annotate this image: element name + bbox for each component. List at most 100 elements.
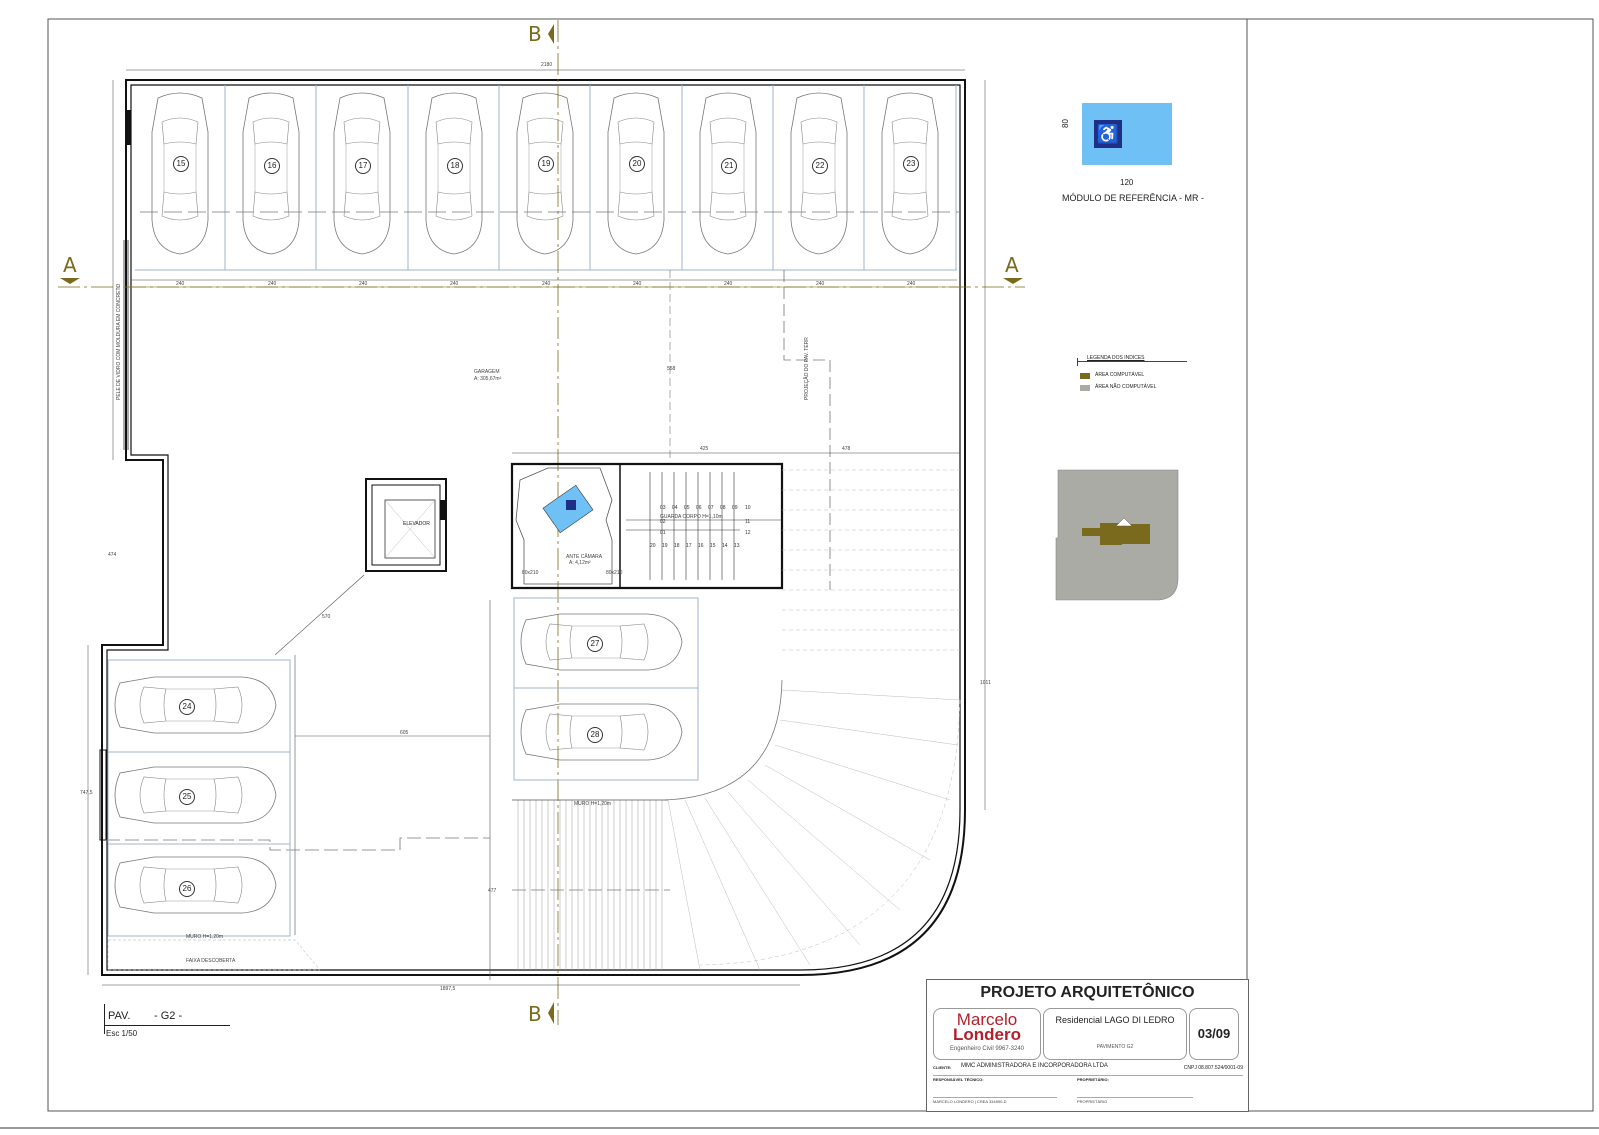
parking-spot-number: 23: [903, 156, 919, 172]
stair-step-number: 01: [660, 530, 666, 536]
section-marker-a-left: A: [63, 253, 77, 277]
antechamber-label: ANTE CÂMARA: [566, 554, 603, 560]
stair-step-number: 08: [720, 505, 726, 511]
stair-step-number: 13: [734, 543, 740, 549]
stair-step-number: 18: [674, 543, 680, 549]
bay-dimension-label: 240: [450, 281, 459, 287]
stair-step-number: 04: [672, 505, 678, 511]
dim-aisle-3: 605: [400, 730, 409, 736]
bay-dimension-label: 240: [633, 281, 642, 287]
pavement-scale: Esc 1/50: [106, 1029, 138, 1038]
technical-responsible-cell: RESPONSÁVEL TÉCNICO: MARCELO LONDERO | C…: [933, 1077, 1057, 1110]
client-row: CLIENTE: MMC ADMINISTRADORA E INCORPORAD…: [933, 1063, 1243, 1076]
bay-dimension-label: 240: [724, 281, 733, 287]
parking-spot-number: 25: [179, 789, 195, 805]
stair-step-number: 12: [745, 530, 751, 536]
dim-aisle-5: 558: [667, 366, 676, 372]
owner-line: [1077, 1097, 1193, 1098]
parking-spot-number: 16: [264, 158, 280, 174]
free-strip-label: FAIXA DESCOBERTA: [186, 958, 236, 964]
parking-spot-number: 27: [587, 636, 603, 652]
pavement-rule: [104, 1025, 230, 1026]
antechamber-area: A: 4,12m²: [569, 560, 591, 566]
stair-step-number: 07: [708, 505, 714, 511]
section-marker-a-right: A: [1005, 253, 1019, 277]
stair-railing-note: GUARDA CORPO H=1,10m: [660, 514, 723, 520]
dim-vertical-c: 1011: [980, 680, 991, 686]
bay-dimension-label: 240: [542, 281, 551, 287]
reference-module-title: MÓDULO DE REFERÊNCIA - MR -: [1062, 193, 1205, 203]
parking-spot-number: 21: [721, 158, 737, 174]
legend-item-computable: ÁREA COMPUTÁVEL: [1095, 372, 1145, 378]
stair-step-number: 17: [686, 543, 692, 549]
legend-tick: [1077, 358, 1078, 366]
legend-item-non-computable: ÁREA NÃO COMPUTÁVEL: [1095, 384, 1157, 390]
ramp-projection-note: PROJEÇÃO DO PAV. TÉRR: [804, 337, 810, 400]
legend-swatch-computable: [1080, 373, 1090, 379]
parking-spot-number: 26: [179, 881, 195, 897]
reference-module-width: 120: [1120, 178, 1134, 187]
stair-step-number: 06: [696, 505, 702, 511]
dim-vertical-a: 474: [108, 552, 117, 558]
stair-step-number: 11: [745, 519, 751, 525]
pavement-name: - G2 -: [154, 1010, 183, 1022]
sheet-number: 03/09: [1189, 1008, 1239, 1060]
wall-note-bottom: MURO H=1,20m: [186, 934, 224, 940]
parking-spot-number: 20: [629, 156, 645, 172]
logo-first-name: Marcelo: [956, 1010, 1018, 1029]
stair-step-number: 09: [732, 505, 738, 511]
stair-step-number: 14: [722, 543, 728, 549]
dim-aisle-4: 477: [488, 888, 497, 894]
client-label: CLIENTE:: [933, 1065, 952, 1070]
reference-module-height: 80: [1061, 119, 1070, 128]
technical-responsible-line: [933, 1097, 1057, 1098]
parking-spot-number: 24: [179, 699, 195, 715]
dim-top-total: 2180: [541, 62, 553, 68]
technical-responsible-label: RESPONSÁVEL TÉCNICO:: [933, 1077, 984, 1082]
dim-aisle-1: 425: [700, 446, 709, 452]
stair-step-number: 16: [698, 543, 704, 549]
company-logo: Marcelo Londero Engenheiro Civil 9967-32…: [933, 1008, 1041, 1060]
legend-title: LEGENDA DOS INDICES: [1087, 355, 1145, 361]
legend-swatch-non-computable: [1080, 385, 1090, 391]
stair-step-number: 15: [710, 543, 716, 549]
parking-spot-number: 22: [812, 158, 828, 174]
parking-spot-number: 17: [355, 158, 371, 174]
stair-step-number: 05: [684, 505, 690, 511]
bay-dimension-label: 240: [816, 281, 825, 287]
project-name: Residencial LAGO DI LEDRO: [1055, 1015, 1175, 1025]
stair-step-number: 02: [660, 519, 666, 525]
door-label-1: 80x210: [522, 570, 539, 576]
glass-wall-note: PELE DE VIDRO COM MOLDURA EM CONCRETO: [116, 283, 122, 400]
garage-label: GARAGEM: [474, 369, 500, 375]
parking-spot-number: 15: [173, 156, 189, 172]
pavement-prefix: PAV.: [108, 1010, 131, 1022]
pavement-label: PAV. - G2 - Esc 1/50: [104, 1004, 230, 1038]
accessibility-icon: ♿: [1094, 120, 1122, 148]
owner-cell: PROPRIETÁRIO: PROPRIETÁRIO: [1077, 1077, 1193, 1110]
bay-dimension-label: 240: [359, 281, 368, 287]
title-block-title: PROJETO ARQUITETÔNICO: [980, 984, 1195, 1001]
parking-spot-number: 19: [538, 156, 554, 172]
door-label-2: 80x210: [606, 570, 623, 576]
wall-note-ramp: MURO H=1,20m: [574, 801, 612, 807]
client-cnpj: CNPJ 08.807.524/0001-09: [1183, 1065, 1243, 1071]
owner-label: PROPRIETÁRIO:: [1077, 1077, 1109, 1082]
project-box: Residencial LAGO DI LEDRO PAVIMENTO G2: [1043, 1008, 1187, 1060]
stair-step-number: 10: [745, 505, 751, 511]
logo-tagline: Engenheiro Civil 9967-3240: [949, 1046, 1025, 1052]
dim-vertical-b: 747,5: [80, 790, 93, 796]
key-plan: [1055, 469, 1179, 601]
stair-step-number: 03: [660, 505, 666, 511]
stair-step-number: 20: [650, 543, 656, 549]
parking-spot-number: 18: [447, 158, 463, 174]
technical-responsible-value: MARCELO LONDERO | CREA 334890-D: [933, 1099, 1007, 1104]
section-marker-b-top: B: [528, 22, 542, 46]
legend-rule: [1077, 361, 1187, 362]
logo-last-name: Londero: [953, 1025, 1021, 1044]
client-name: MMC ADMINISTRADORA E INCORPORADORA LTDA: [961, 1063, 1108, 1069]
stair-step-number: 19: [662, 543, 668, 549]
pavement-tick: [104, 1004, 105, 1034]
